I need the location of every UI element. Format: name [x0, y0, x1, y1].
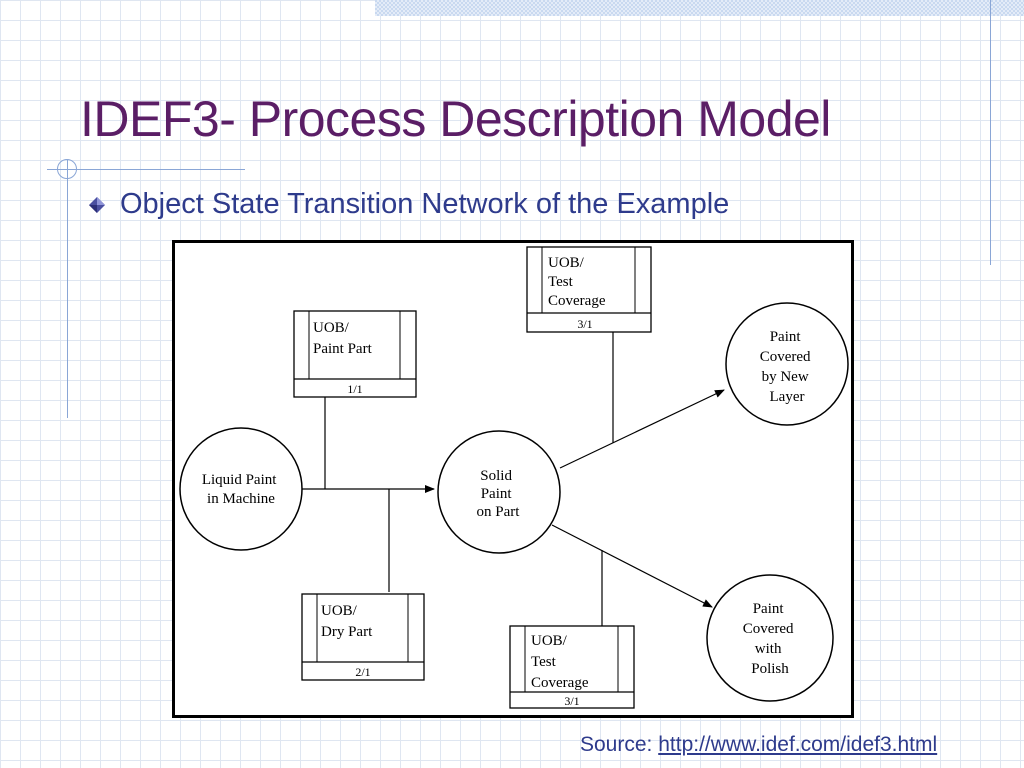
state-solid-label: Paint — [481, 486, 513, 502]
uob-paint-part-label: Paint Part — [313, 341, 373, 357]
decor-vertical-line-right — [990, 0, 991, 265]
svg-text:UOB/ Dry Part: UOB/ Dry Part — [321, 603, 373, 640]
diamond-bullet-icon — [89, 196, 105, 213]
svg-text:Paint Covered with: Paint Covered with Polish — [743, 601, 798, 677]
state-new-layer-label: Paint — [770, 329, 802, 345]
state-new-layer-label: Covered — [760, 349, 811, 365]
uob-paint-part: UOB/ Paint Part 1/1 — [293, 310, 417, 398]
uob-dry-part-label: Dry Part — [321, 624, 373, 640]
bullet-item: Object State Transition Network of the E… — [88, 188, 729, 221]
uob-test-coverage-top: UOB/ Test Coverage 3/1 — [526, 246, 652, 333]
state-polish-label: Paint — [753, 601, 785, 617]
uob-test-top-label: Test — [548, 274, 574, 290]
state-solid-label: on Part — [477, 504, 521, 520]
state-transition-diagram: Liquid Paint in Machine Solid Paint on P… — [172, 240, 854, 718]
arrow-solid-to-polish — [551, 524, 713, 608]
state-polish-label: Polish — [751, 661, 789, 677]
uob-test-top-label: UOB/ — [548, 255, 585, 271]
top-decor-band — [375, 0, 1024, 16]
uob-test-bottom-ref: 3/1 — [564, 694, 579, 708]
source-link[interactable]: http://www.idef.com/idef3.html — [658, 733, 938, 756]
uob-test-bottom-label: Coverage — [531, 675, 589, 691]
slide-title: IDEF3- Process Description Model — [80, 91, 831, 147]
svg-text:UOB/ Test Coverage: UOB/ Test Coverage — [531, 633, 589, 691]
bullet-text: Object State Transition Network of the E… — [120, 188, 730, 220]
svg-text:UOB/ Paint Part: UOB/ Paint Part — [313, 320, 373, 357]
uob-test-top-ref: 3/1 — [577, 317, 592, 331]
state-polish-label: with — [755, 641, 782, 657]
state-solid-paint: Solid Paint on Part — [437, 430, 561, 554]
uob-test-top-label: Coverage — [548, 293, 606, 309]
uob-paint-part-ref: 1/1 — [347, 382, 362, 396]
svg-text:Liquid Paint in Machine: Liquid Paint in Machine — [202, 472, 280, 507]
state-liquid-paint: Liquid Paint in Machine — [179, 427, 303, 551]
state-liquid-label: Liquid Paint — [202, 472, 277, 488]
svg-text:UOB/ Test Coverage: UOB/ Test Coverage — [548, 255, 606, 309]
decor-horizontal-line — [47, 169, 245, 170]
uob-dry-part: UOB/ Dry Part 2/1 — [301, 593, 425, 681]
uob-dry-part-label: UOB/ — [321, 603, 358, 619]
state-polish-label: Covered — [743, 621, 794, 637]
uob-paint-part-label: UOB/ — [313, 320, 350, 336]
source-citation: Source: http://www.idef.com/idef3.html — [580, 733, 937, 757]
state-liquid-label: in Machine — [207, 491, 275, 507]
uob-dry-part-ref: 2/1 — [355, 665, 370, 679]
state-paint-polish: Paint Covered with Polish — [706, 574, 834, 702]
state-new-layer-label: Layer — [770, 389, 805, 405]
uob-test-coverage-bottom: UOB/ Test Coverage 3/1 — [509, 625, 635, 709]
uob-test-bottom-label: Test — [531, 654, 557, 670]
state-paint-new-layer: Paint Covered by New Layer — [725, 302, 849, 426]
decor-circle — [57, 159, 77, 179]
arrow-solid-to-new-layer — [559, 389, 725, 469]
svg-text:Paint Covered by N: Paint Covered by New Layer — [760, 329, 815, 405]
state-solid-label: Solid — [480, 468, 512, 484]
svg-text:Solid Paint on Par: Solid Paint on Part — [477, 468, 521, 520]
state-new-layer-label: by New — [762, 369, 809, 385]
decor-vertical-line-left — [67, 160, 68, 418]
uob-test-bottom-label: UOB/ — [531, 633, 568, 649]
source-label: Source: — [580, 733, 653, 756]
